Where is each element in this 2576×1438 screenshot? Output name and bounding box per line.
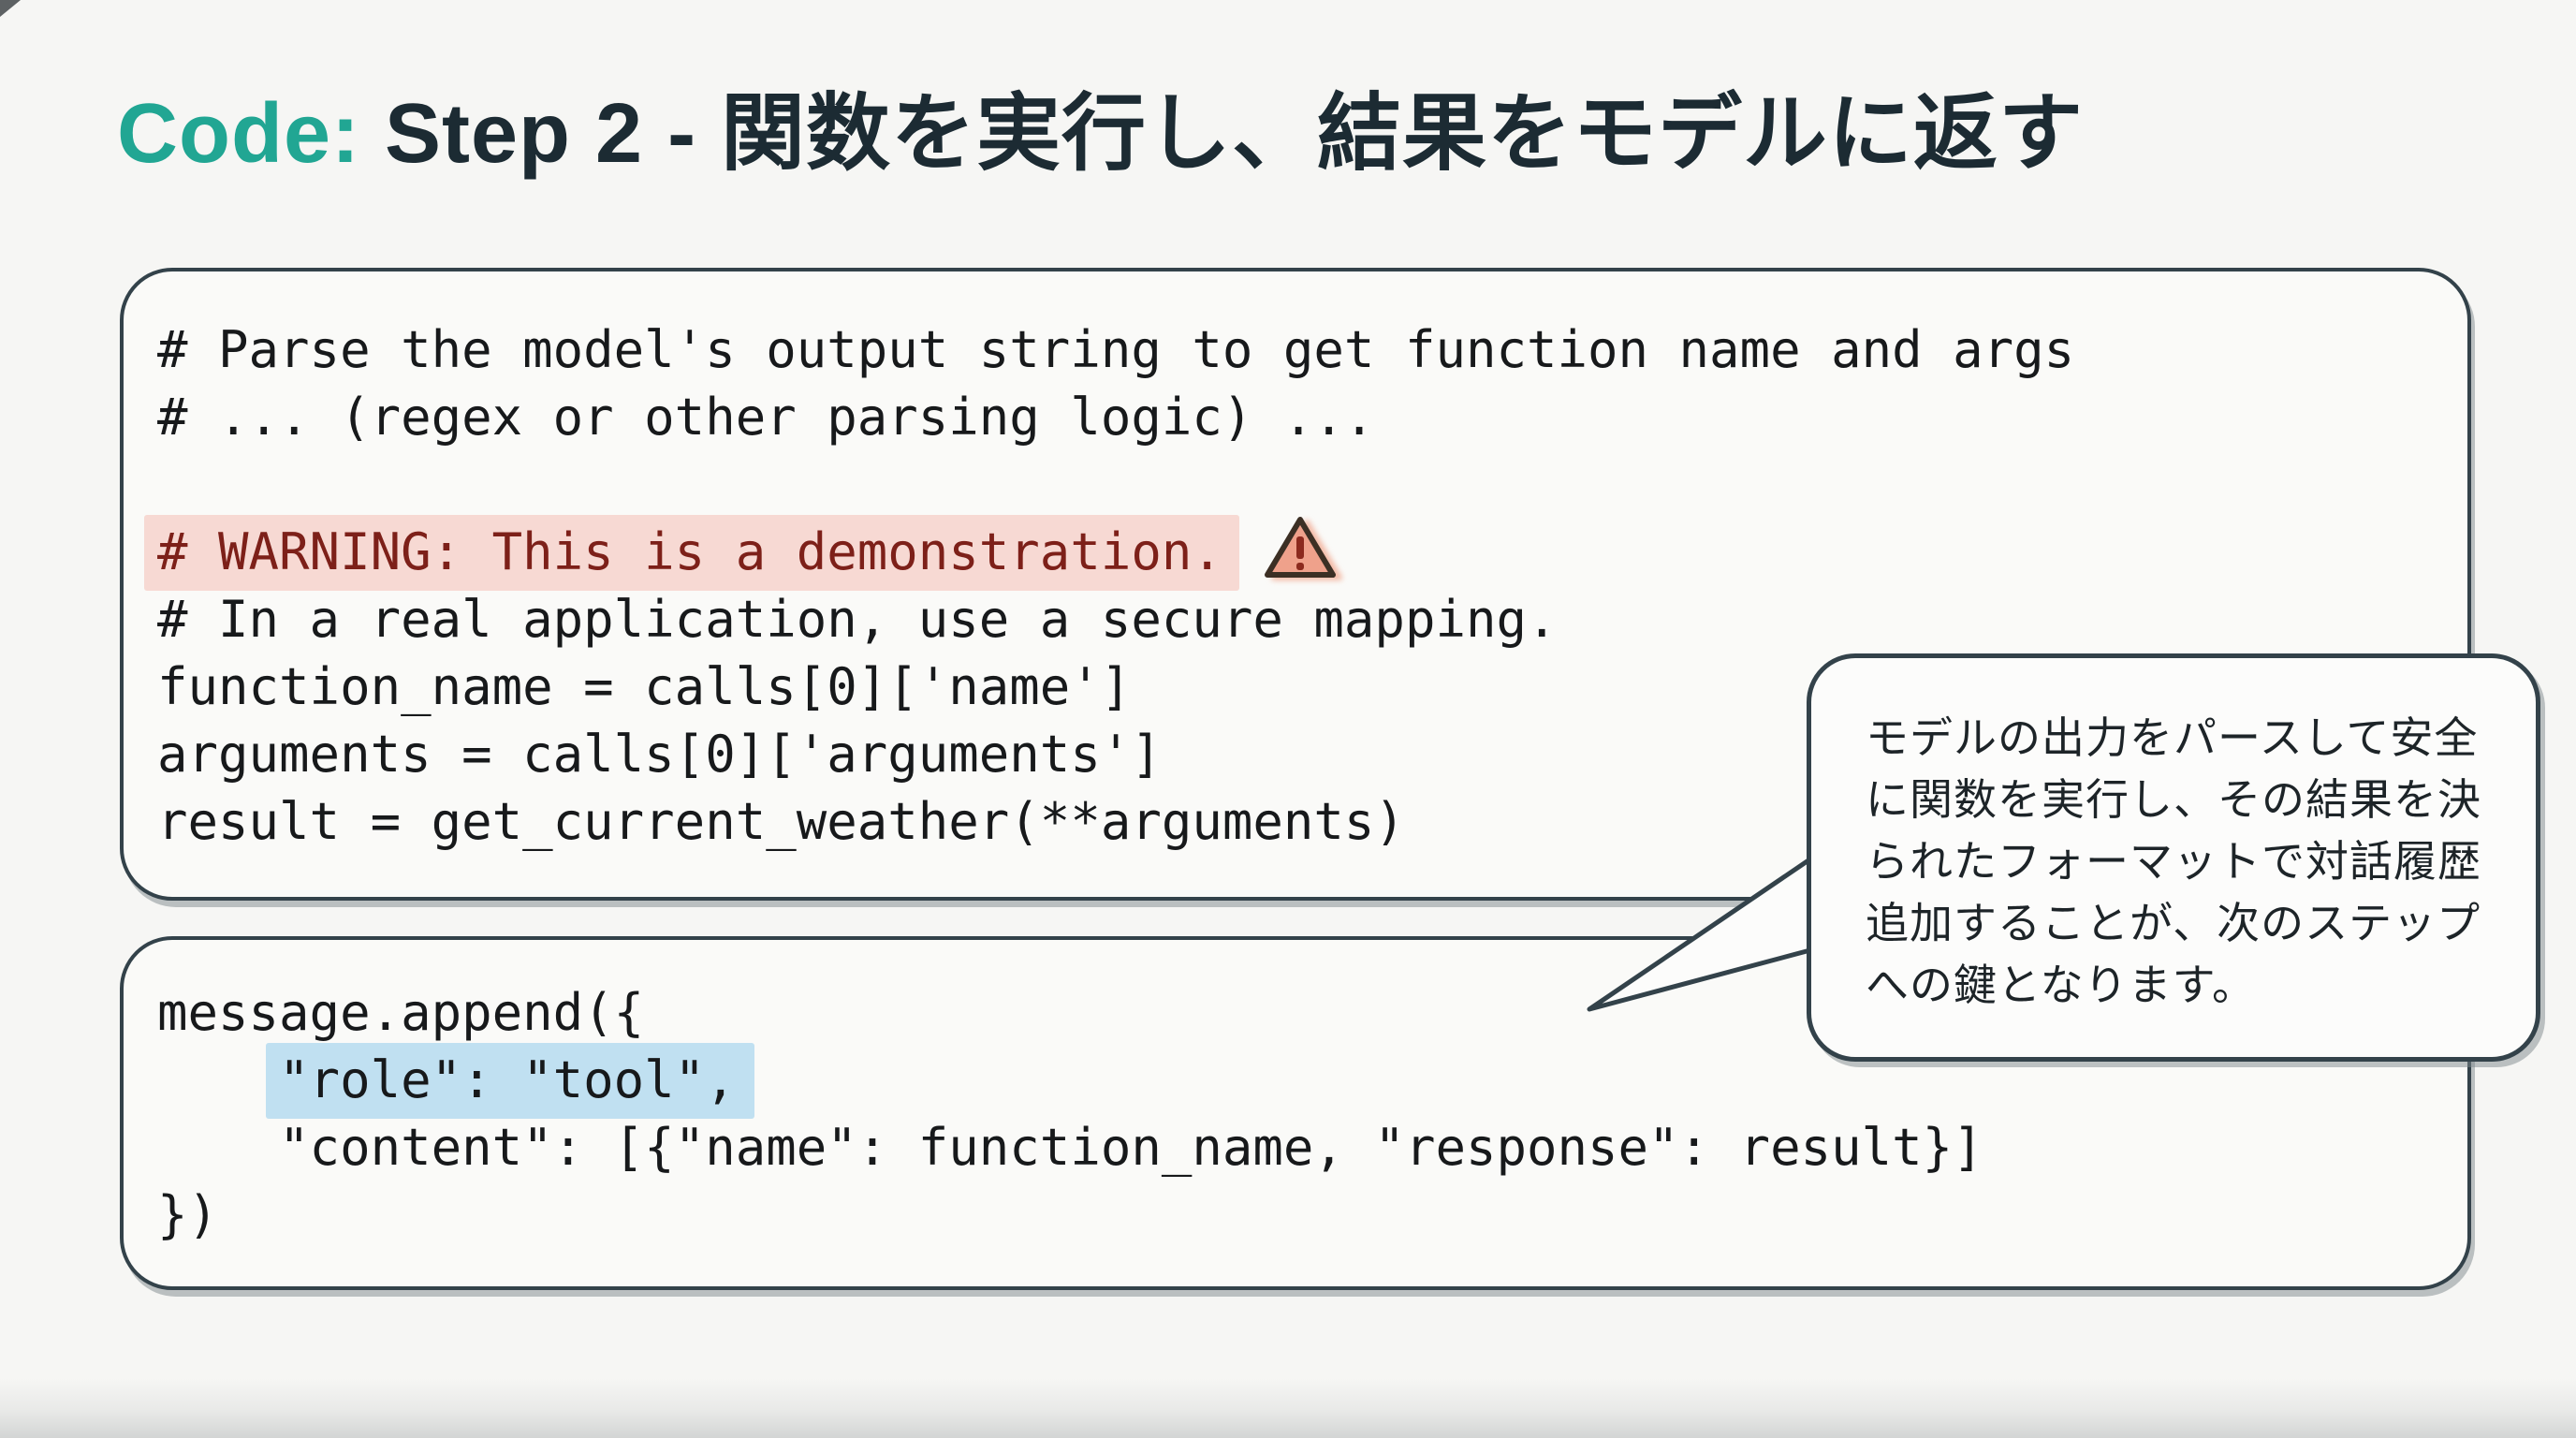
callout-text-line: に関数を実行し、その結果を決 bbox=[1866, 775, 2481, 824]
callout-tail bbox=[1587, 840, 1837, 1012]
code-arguments-assign: arguments = calls[0]['arguments'] bbox=[157, 725, 1162, 784]
code-blank-line bbox=[157, 451, 2439, 519]
code-message-append-close: }) bbox=[157, 1185, 219, 1244]
corner-artifact bbox=[0, 0, 21, 17]
warning-highlight: # WARNING: This is a demonstration. bbox=[144, 515, 1239, 591]
code-result-assign: result = get_current_weather(**arguments… bbox=[157, 792, 1405, 851]
code-function-name-assign: function_name = calls[0]['name'] bbox=[157, 657, 1132, 716]
title-text: Step 2 - 関数を実行し、結果をモデルに返す bbox=[359, 87, 2085, 181]
code-role-indent bbox=[157, 1050, 279, 1109]
code-message-append-open: message.append({ bbox=[157, 983, 645, 1042]
callout-bubble: モデルの出力をパースして安全 に関数を実行し、その結果を決 られたフォーマットで… bbox=[1807, 653, 2540, 1062]
page-title: Code: Step 2 - 関数を実行し、結果をモデルに返す bbox=[117, 90, 2084, 179]
code-block-parse-execute: # Parse the model's output string to get… bbox=[120, 268, 2471, 901]
code-comment-regex: # ... (regex or other parsing logic) ... bbox=[157, 388, 1375, 447]
callout-text-line: モデルの出力をパースして安全 bbox=[1866, 713, 2479, 762]
warning-triangle-icon bbox=[1264, 517, 1336, 579]
code-content-line: "content": [{"name": function_name, "res… bbox=[157, 1118, 1983, 1177]
callout-text-line: への鍵となります。 bbox=[1866, 961, 2257, 1009]
callout-text-line: られたフォーマットで対話履歴 bbox=[1866, 837, 2481, 886]
code-comment-parse: # Parse the model's output string to get… bbox=[157, 320, 2075, 379]
callout-text-line: 追加することが、次のステップ bbox=[1866, 899, 2481, 947]
code-warning-line: # WARNING: This is a demonstration. bbox=[144, 515, 2439, 591]
bottom-edge-artifact bbox=[0, 1378, 2576, 1438]
code-comment-secure-mapping: # In a real application, use a secure ma… bbox=[157, 590, 1558, 649]
code-role-line: "role": "tool", bbox=[157, 1043, 2439, 1119]
role-tool-highlight: "role": "tool", bbox=[266, 1043, 754, 1119]
title-accent-label: Code: bbox=[117, 87, 360, 181]
